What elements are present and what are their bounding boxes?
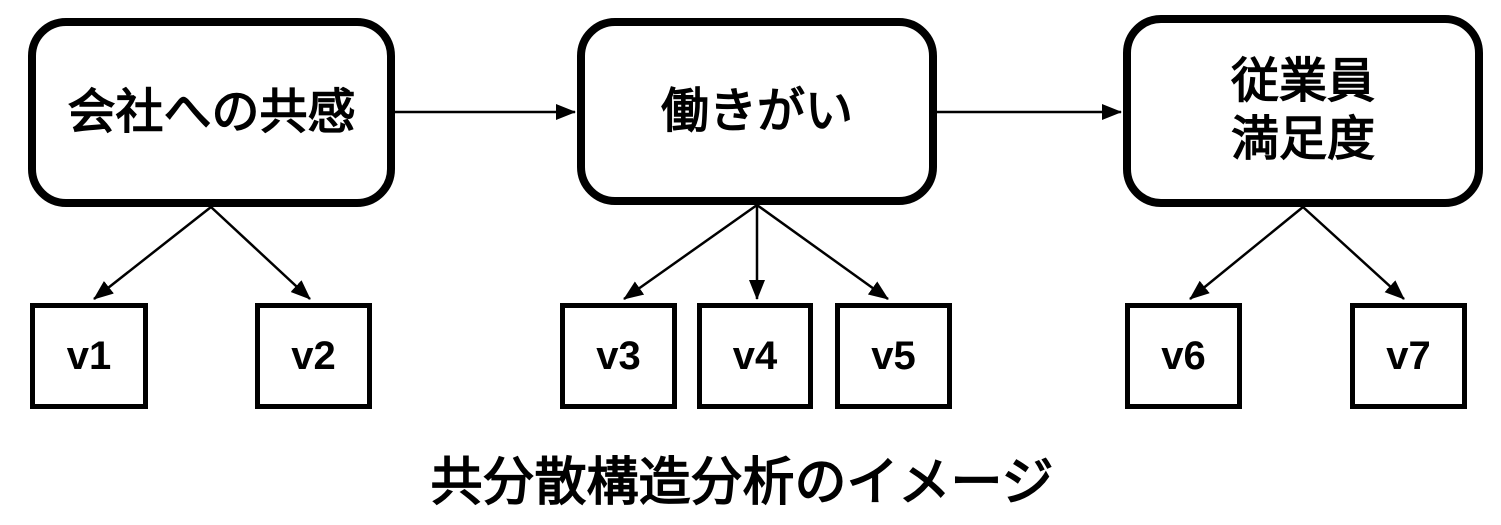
edge-satisfaction-to-v6 [1189, 206, 1304, 300]
observed-node-v7: v7 [1350, 303, 1467, 409]
observed-node-label: v1 [66, 333, 112, 378]
edge-empathy-to-v1 [93, 206, 212, 300]
edge-empathy-to-v2 [210, 206, 311, 300]
observed-node-label: v5 [871, 333, 916, 378]
observed-node-label: v4 [732, 333, 778, 378]
observed-node-label: v7 [1386, 333, 1431, 378]
observed-node-v3: v3 [560, 303, 677, 409]
observed-node-v2: v2 [255, 303, 372, 409]
observed-node-v5: v5 [835, 303, 952, 409]
observed-node-label: v3 [596, 333, 641, 378]
latent-node-label: 会社への共感 [67, 85, 356, 139]
latent-node-label: 働きがい [660, 84, 853, 138]
diagram-caption: 共分散構造分析のイメージ [430, 454, 1054, 512]
edge-motivation-to-v3 [623, 203, 758, 301]
latent-node-company-empathy: 会社への共感 [28, 18, 395, 207]
edge-motivation-to-v5 [756, 203, 889, 301]
edge-satisfaction-to-v7 [1302, 206, 1405, 300]
observed-node-v6: v6 [1125, 303, 1242, 409]
observed-node-label: v2 [291, 333, 336, 378]
latent-node-employee-satisfaction: 従業員 満足度 [1123, 15, 1483, 207]
observed-node-v4: v4 [697, 303, 813, 409]
latent-node-work-motivation: 働きがい [577, 18, 937, 205]
latent-node-label: 従業員 満足度 [1230, 55, 1375, 166]
observed-node-v1: v1 [30, 303, 148, 409]
observed-node-label: v6 [1161, 333, 1206, 378]
